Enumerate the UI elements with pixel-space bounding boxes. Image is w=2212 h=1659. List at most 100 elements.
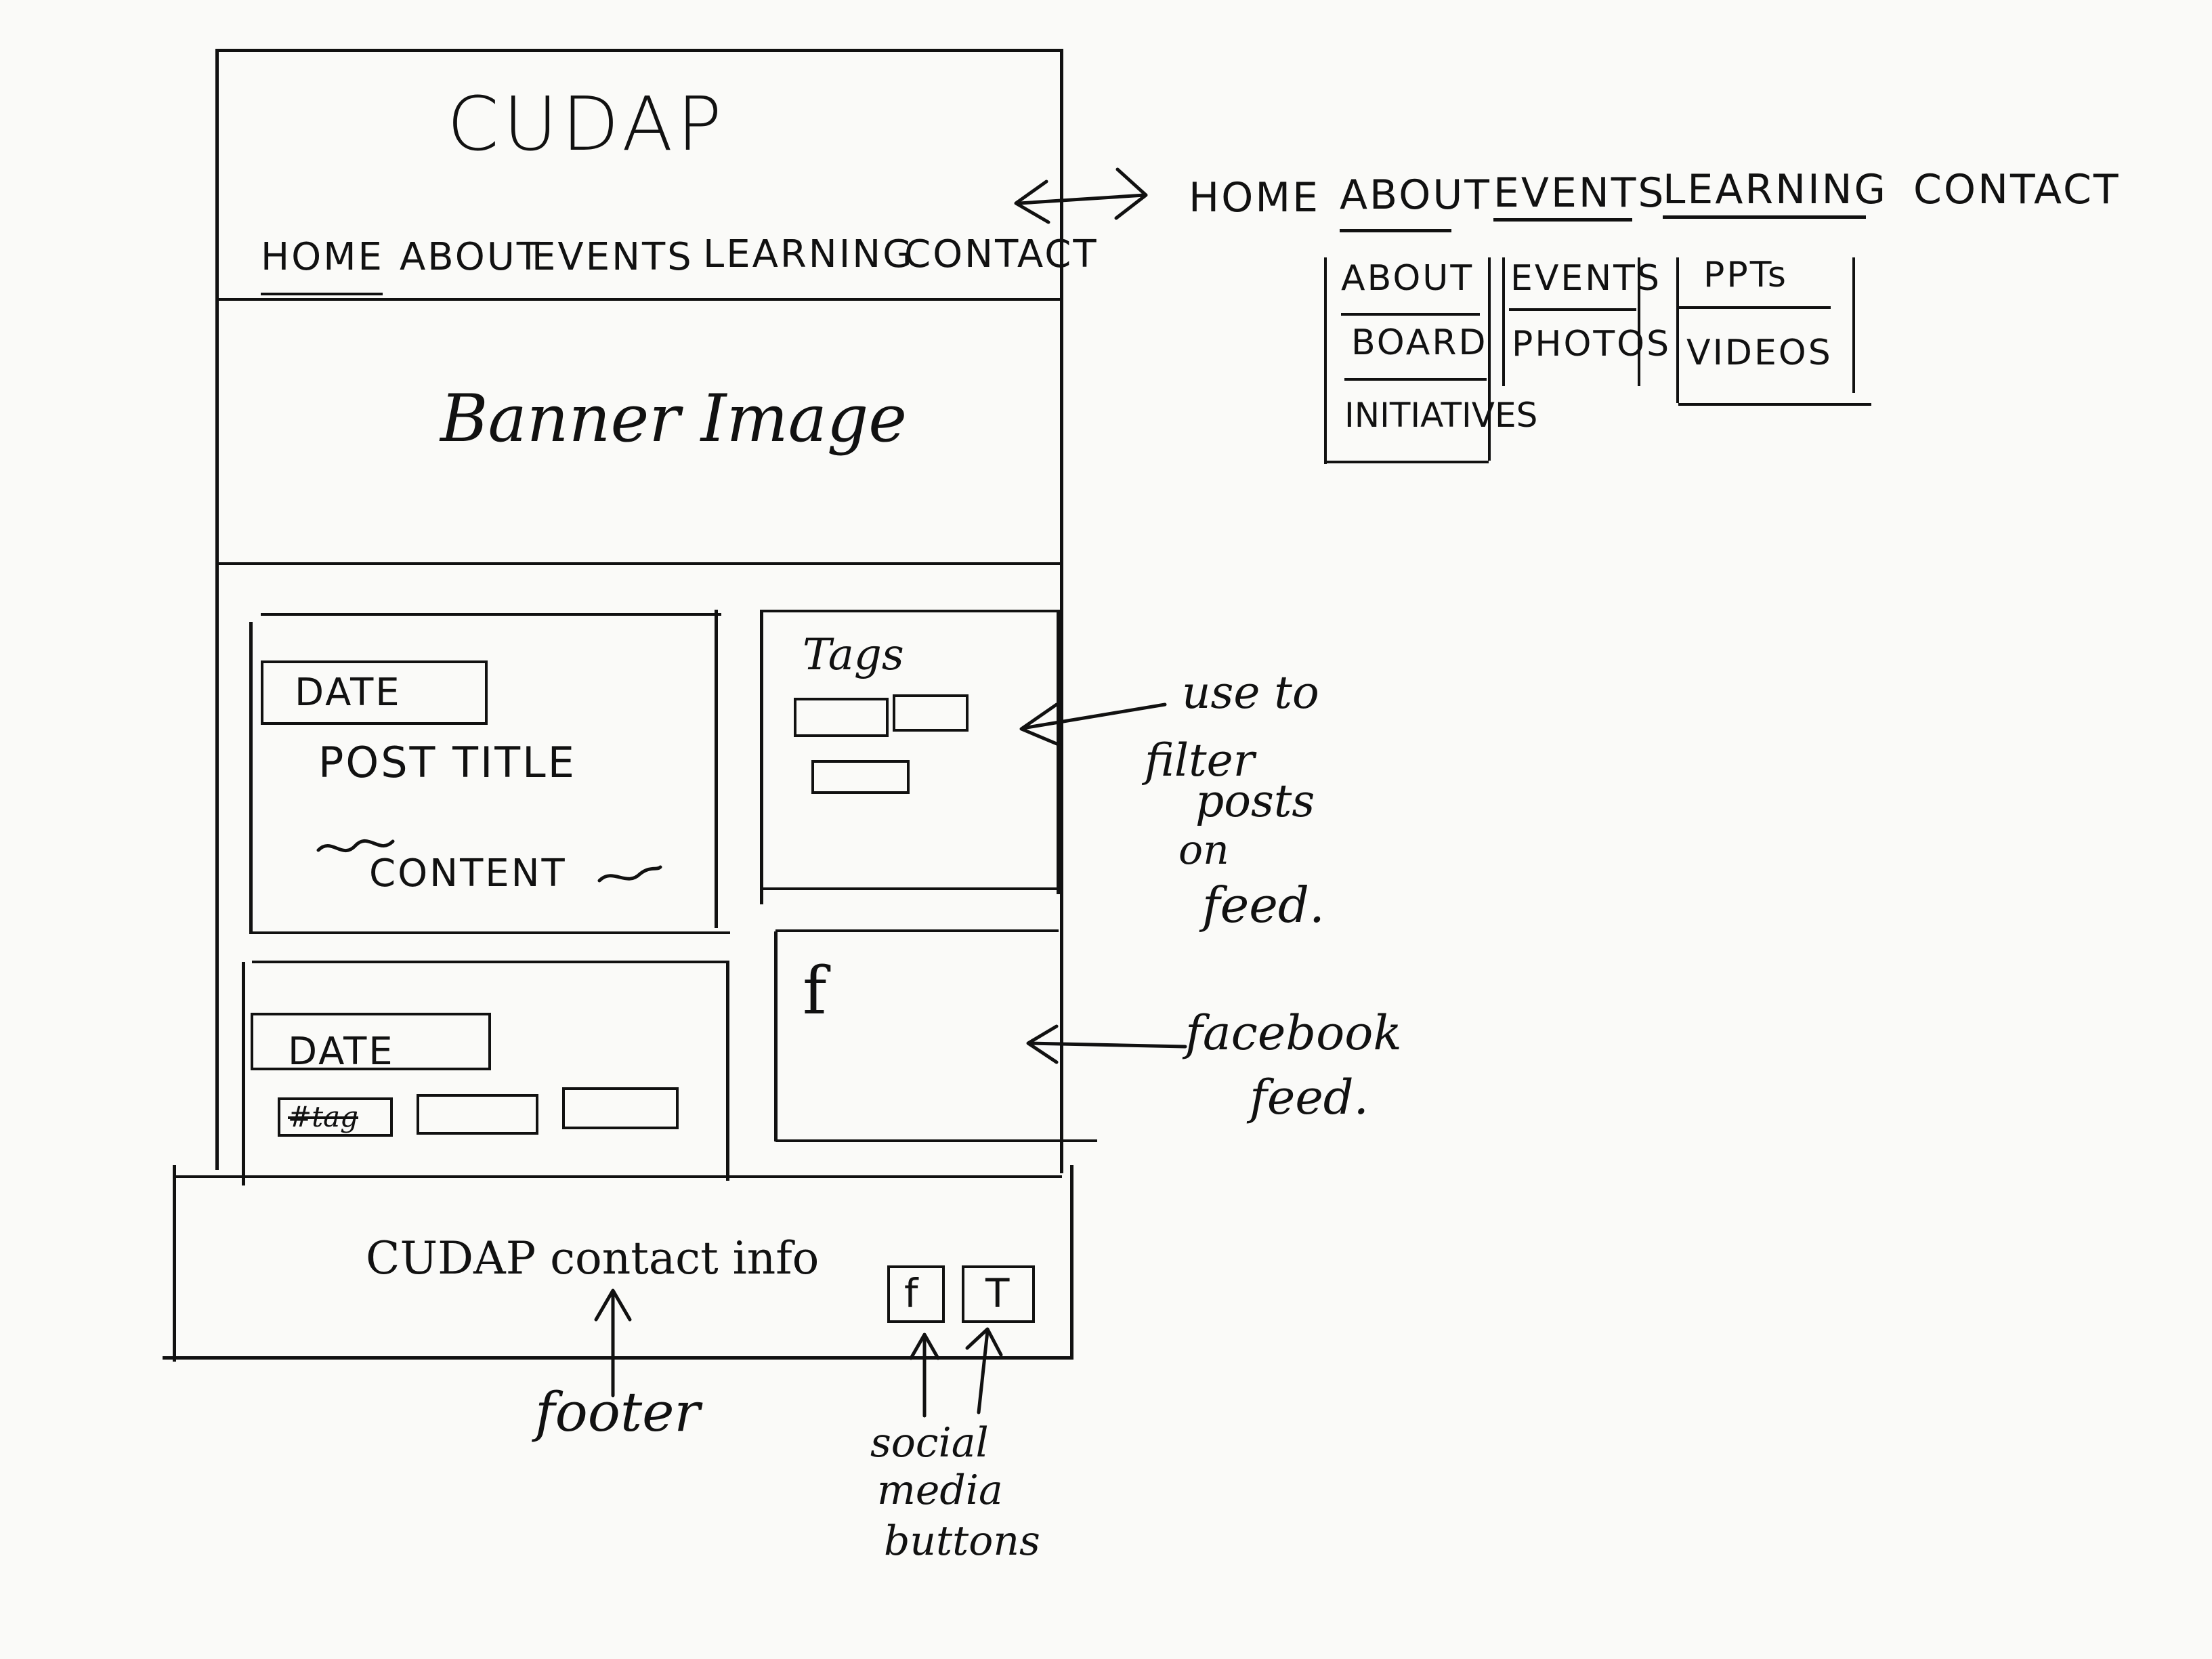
- post2-tag-label: #tag: [288, 1100, 358, 1133]
- annotation-tags-line-5: feed.: [1202, 877, 1325, 933]
- dropdown-learning-left: [1676, 257, 1679, 403]
- expanded-nav-learning-underline: [1663, 215, 1866, 219]
- social-arrow-1-head: [909, 1332, 940, 1360]
- tag-chip-1[interactable]: [794, 698, 889, 737]
- footer-twitter-icon: T: [985, 1270, 1010, 1316]
- content-squiggle-right: [597, 865, 662, 883]
- header-divider: [218, 298, 1063, 301]
- dropdown-about-divider-1: [1341, 313, 1480, 316]
- nav-events[interactable]: EVENTS: [532, 235, 694, 279]
- dropdown-events-divider: [1509, 308, 1636, 311]
- social-arrow-2-head: [965, 1327, 1003, 1357]
- dropdown-events-right: [1638, 257, 1640, 386]
- site-title[interactable]: CUDAP: [447, 81, 726, 167]
- facebook-icon[interactable]: f: [803, 953, 827, 1029]
- dropdown-events-item-photos[interactable]: PHOTOS: [1512, 324, 1672, 364]
- post2-right: [726, 961, 729, 1181]
- frame-left-edge: [215, 49, 219, 1170]
- banner-image: Banner Image: [440, 381, 908, 457]
- post2-top: [252, 961, 729, 963]
- banner-divider: [215, 562, 1062, 565]
- tags-right: [1057, 610, 1060, 894]
- nav-double-arrow-left-head: [1014, 180, 1050, 224]
- fb-bottom: [775, 1139, 1097, 1142]
- dropdown-events-left: [1502, 257, 1505, 386]
- footer-top: [175, 1175, 1062, 1178]
- post1-title[interactable]: POST TITLE: [318, 738, 576, 787]
- annotation-footer: footer: [535, 1381, 700, 1444]
- dropdown-learning-item-videos[interactable]: VIDEOS: [1686, 333, 1833, 373]
- post2-left: [242, 962, 245, 1185]
- post1-left: [249, 622, 253, 933]
- tags-title: Tags: [803, 630, 904, 680]
- tag-chip-2[interactable]: [893, 694, 969, 732]
- fb-top: [775, 929, 1059, 932]
- expanded-nav-events[interactable]: EVENTS: [1493, 169, 1666, 217]
- dropdown-learning-bottom: [1678, 403, 1871, 406]
- tags-arrow-head: [1019, 702, 1062, 747]
- annotation-tags-line-1: use to: [1182, 667, 1319, 719]
- expanded-nav-about[interactable]: ABOUT: [1340, 171, 1491, 219]
- dropdown-about-divider-2: [1344, 378, 1487, 381]
- dropdown-learning-divider: [1678, 306, 1831, 309]
- post2-tag-chip-2[interactable]: [417, 1094, 538, 1135]
- expanded-nav-about-underline: [1340, 229, 1451, 232]
- tags-arrow: [1021, 702, 1167, 730]
- footer-twitter-button[interactable]: [962, 1265, 1035, 1323]
- content-squiggle-left: [316, 839, 395, 852]
- post1-bottom: [249, 931, 730, 934]
- footer-bottom: [163, 1356, 1073, 1360]
- nav-about[interactable]: ABOUT: [400, 235, 543, 279]
- annotation-facebook-line-1: facebook: [1185, 1005, 1402, 1061]
- dropdown-learning-right: [1852, 257, 1855, 393]
- footer-facebook-button[interactable]: [887, 1265, 945, 1323]
- footer-contact-info: CUDAP contact info: [366, 1232, 820, 1284]
- post2-tag-chip-3[interactable]: [562, 1087, 679, 1129]
- social-arrow-2: [977, 1329, 990, 1414]
- post1-right: [715, 610, 718, 928]
- post1-date: DATE: [295, 671, 402, 715]
- post1-date-box: [261, 660, 488, 725]
- dropdown-events-item-events[interactable]: EVENTS: [1510, 258, 1661, 299]
- fb-left: [774, 931, 778, 1141]
- footer-left: [173, 1165, 176, 1362]
- expanded-nav-contact[interactable]: CONTACT: [1913, 166, 2121, 213]
- tags-left: [760, 610, 763, 904]
- annotation-social-line-1: social: [870, 1419, 989, 1467]
- dropdown-about-item-about[interactable]: ABOUT: [1341, 258, 1474, 299]
- footer-facebook-icon: f: [904, 1270, 918, 1316]
- footer-arrow-head: [594, 1288, 632, 1322]
- tags-bottom: [762, 887, 1057, 890]
- dropdown-about-bottom: [1326, 461, 1489, 463]
- annotation-social-line-3: buttons: [884, 1517, 1040, 1565]
- nav-contact[interactable]: CONTACT: [904, 232, 1099, 276]
- frame-top-edge: [215, 49, 1063, 52]
- dropdown-about-item-board[interactable]: BOARD: [1351, 322, 1488, 363]
- dropdown-learning-item-ppts[interactable]: PPTs: [1703, 255, 1788, 295]
- annotation-tags-line-2: filter: [1145, 734, 1255, 786]
- annotation-tags-line-3: posts: [1195, 775, 1315, 827]
- annotation-facebook-line-2: feed.: [1250, 1070, 1369, 1125]
- dropdown-about-item-initiatives[interactable]: INITIATIVES: [1344, 396, 1538, 435]
- nav-home[interactable]: HOME: [261, 235, 384, 279]
- post1-top: [261, 613, 721, 616]
- nav-home-underline: [261, 293, 383, 295]
- post2-date: DATE: [288, 1030, 395, 1074]
- post1-content: CONTENT: [369, 852, 567, 896]
- facebook-arrow: [1027, 1041, 1187, 1049]
- post2-tag-chip-1[interactable]: [278, 1097, 393, 1137]
- annotation-tags-line-4: on: [1178, 826, 1229, 874]
- tags-top: [760, 610, 1058, 612]
- nav-learning[interactable]: LEARNING: [703, 232, 914, 276]
- dropdown-about-left: [1324, 257, 1327, 464]
- annotation-social-line-2: media: [877, 1467, 1003, 1514]
- nav-double-arrow: [1017, 193, 1147, 205]
- tag-chip-3[interactable]: [811, 760, 910, 794]
- nav-double-arrow-right-head: [1114, 167, 1148, 220]
- post2-date-box: [251, 1013, 491, 1070]
- footer-right: [1070, 1165, 1073, 1358]
- expanded-nav-home[interactable]: HOME: [1189, 174, 1321, 222]
- dropdown-about-right: [1488, 257, 1491, 461]
- frame-right-edge: [1060, 49, 1063, 1173]
- expanded-nav-learning[interactable]: LEARNING: [1663, 166, 1888, 213]
